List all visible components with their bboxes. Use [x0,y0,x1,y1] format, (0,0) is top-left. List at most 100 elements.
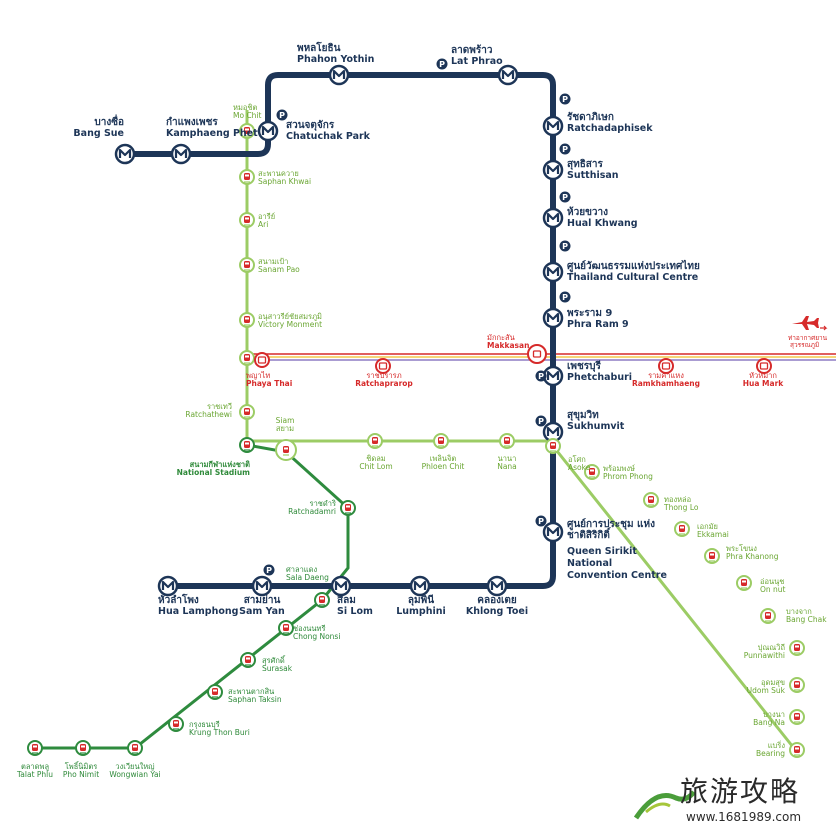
bts-train-icon[interactable] [275,439,297,461]
bts-train-icon[interactable] [736,575,752,591]
bts-train-icon[interactable] [789,677,805,693]
station-th-phaya-thai: พญาไท [246,371,271,380]
station-en-thong-lo: Thong Lo [664,503,699,512]
station-en-thailand-cultural-centre: Thailand Cultural Centre [567,272,699,283]
bts-train-icon[interactable] [340,500,356,516]
station-th-pho-nimit: โพธิ์นิมิตร [64,762,98,771]
parking-p-icon: P [559,143,571,155]
mrt-station-icon[interactable] [330,575,352,597]
airport-rail-icon[interactable] [756,358,772,374]
bts-train-icon[interactable] [704,548,720,564]
station-th-victory-monument: อนุสาวรีย์ชัยสมรภูมิ [258,312,322,321]
svg-text:P: P [562,95,568,104]
station-en-hua-lamphong: Hua Lamphong [158,606,239,617]
station-en-qsncc: Queen Sirikit National Convention Centre [567,546,667,581]
station-en-ratchaprarop: Ratchaprarop [355,379,413,388]
bts-train-icon[interactable] [674,521,690,537]
parking-p-icon: P [535,515,547,527]
station-th-sam-yan: สามย่าน [243,595,281,606]
bts-train-icon[interactable] [584,464,600,480]
station-th-surasak: สุรศักดิ์ [262,656,285,665]
station-th-nana: นานา [497,454,517,463]
station-th-bang-na: บางนา [763,710,785,719]
station-th-bang-chak: บางจาก [786,607,812,616]
bts-train-icon[interactable] [127,740,143,756]
mrt-station-icon[interactable] [257,120,279,142]
station-th-chit-lom: ชิดลม [366,454,386,463]
station-th-punnawithi: ปุณณวิถี [757,643,785,652]
station-en-phra-ram-9: Phra Ram 9 [567,319,629,330]
bts-train-icon[interactable] [239,312,255,328]
station-en-ratchadamri: Ratchadamri [288,507,336,516]
mrt-station-icon[interactable] [542,261,564,283]
station-th-krung-thon-buri: กรุงธนบุรี [189,720,220,729]
station-th-siam: สยาม [275,424,295,433]
mrt-station-icon[interactable] [542,115,564,137]
bts-train-icon[interactable] [239,437,255,453]
airport-rail-icon[interactable] [527,344,547,364]
station-en-punnawithi: Punnawithi [743,651,785,660]
bts-train-icon[interactable] [239,350,255,366]
station-th-sukhumvit: สุขุมวิท [567,410,599,421]
airport-th-line2: สุวรรณภูมิ [790,341,820,349]
station-en-bang-chak: Bang Chak [786,615,827,624]
mrt-station-icon[interactable] [170,143,192,165]
airport-label: ท่าอากาศยาน สุวรรณภูมิ [788,313,836,353]
bts-train-icon[interactable] [433,433,449,449]
mrt-station-icon[interactable] [486,575,508,597]
bts-train-icon[interactable] [367,433,383,449]
bts-train-icon[interactable] [207,684,223,700]
station-en-phaya-thai: Phaya Thai [246,379,293,388]
bts-train-icon[interactable] [760,608,776,624]
bts-train-icon[interactable] [239,404,255,420]
station-en-phetchaburi: Phetchaburi [567,372,633,383]
station-th-asoke: อโศก [568,455,586,464]
station-en-si-lom: Si Lom [337,606,373,617]
mrt-station-icon[interactable] [542,159,564,181]
bts-train-icon[interactable] [643,492,659,508]
mrt-station-icon[interactable] [542,521,564,543]
station-th-ratchaprarop: ราชปรารภ [366,371,402,380]
mrt-station-icon[interactable] [542,307,564,329]
station-th-talat-phlu: ตลาดพลู [20,762,50,771]
mrt-station-icon[interactable] [328,64,350,86]
mrt-station-icon[interactable] [497,64,519,86]
mrt-station-markers [114,64,564,597]
mrt-station-icon[interactable] [114,143,136,165]
station-th-ekkamai: เอกมัย [697,522,718,531]
bts-train-icon[interactable] [27,740,43,756]
bts-train-icon[interactable] [239,212,255,228]
station-th-sanam-pao: สนามเป้า [258,257,289,266]
mrt-station-icon[interactable] [251,575,273,597]
mrt-station-icon[interactable] [542,365,564,387]
bts-train-icon[interactable] [789,709,805,725]
bts-train-icon[interactable] [239,169,255,185]
mrt-station-icon[interactable] [542,207,564,229]
bts-train-icon[interactable] [789,640,805,656]
station-th-udom-suk: อุดมสุข [760,678,785,687]
bts-train-icon[interactable] [239,123,255,139]
station-th-saphan-taksin: สะพานตากสิน [228,687,275,696]
station-th-national-stadium: สนามกีฬาแห่งชาติ [189,460,250,469]
bts-train-icon[interactable] [239,257,255,273]
svg-text:P: P [538,372,544,381]
airport-rail-icon[interactable] [375,358,391,374]
station-en-asoke: Asoke [568,463,591,472]
svg-text:P: P [562,293,568,302]
bts-train-icon[interactable] [314,592,330,608]
bts-train-icon[interactable] [168,716,184,732]
mrt-station-icon[interactable] [157,575,179,597]
bts-train-icon[interactable] [75,740,91,756]
bts-train-icon[interactable] [545,438,561,454]
mrt-station-icon[interactable] [409,575,431,597]
station-en-udom-suk: Udom Suk [746,686,785,695]
station-en-chatuchak-park: Chatuchak Park [286,131,371,142]
bts-train-icon[interactable] [240,652,256,668]
airport-rail-icon[interactable] [658,358,674,374]
airport-rail-icon[interactable] [254,352,270,368]
station-th-lat-phrao: ลาดพร้าว [451,45,493,56]
bts-train-icon[interactable] [278,620,294,636]
station-en-ekkamai: Ekkamai [697,530,729,539]
bts-train-icon[interactable] [789,742,805,758]
bts-train-icon[interactable] [499,433,515,449]
